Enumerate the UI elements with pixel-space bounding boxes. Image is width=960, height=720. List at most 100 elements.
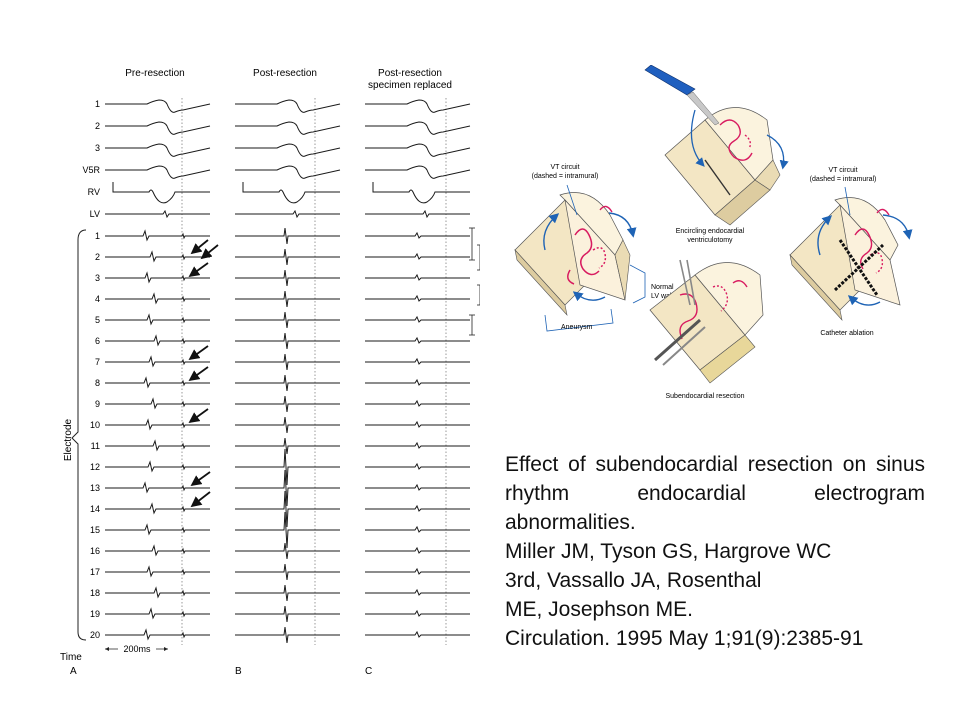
citation-journal: Circulation. 1995 May 1;91(9):2385-91 (505, 627, 864, 650)
electrode-label: 11 (91, 441, 100, 451)
egm-trace (365, 336, 470, 344)
electrode-label: 2 (95, 252, 100, 262)
egm-trace (105, 271, 210, 284)
egm-trace (105, 121, 211, 135)
egm-trace (365, 165, 471, 179)
egm-trace (235, 311, 340, 329)
egm-trace (105, 460, 210, 473)
egm-trace (105, 418, 210, 431)
egm-trace (365, 99, 471, 113)
surgical-diagram: VT circuit (dashed = intramural) Normal … (514, 65, 913, 400)
egm-trace (365, 609, 470, 617)
egm-trace (105, 481, 210, 494)
egm-trace (235, 437, 340, 455)
citation-title: Effect of subendocardial resection on si… (505, 453, 925, 534)
ventriculotomy-label-2: ventriculotomy (687, 237, 733, 244)
egm-trace (235, 209, 340, 219)
electrode-label: 15 (90, 525, 100, 535)
electrode-label: 17 (90, 567, 100, 577)
citation: Effect of subendocardial resection on si… (505, 450, 925, 653)
panel-letter-a: A (70, 666, 77, 677)
citation-authors-1: Miller JM, Tyson GS, Hargrove WC (505, 540, 832, 563)
egm-trace (105, 607, 210, 620)
egm-trace (365, 441, 470, 449)
egm-trace (235, 395, 340, 413)
electrode-label: 14 (90, 504, 100, 514)
egm-trace (365, 462, 470, 470)
egm-trace (365, 630, 470, 638)
egm-trace (105, 439, 210, 452)
electrode-label: 8 (95, 378, 100, 388)
egm-trace (105, 99, 211, 113)
electrode-label: 20 (90, 630, 100, 640)
electrode-label: 19 (90, 609, 100, 619)
egm-trace (365, 143, 471, 157)
egm-trace (235, 227, 340, 245)
egm-trace (365, 483, 470, 491)
egm-trace (235, 374, 340, 392)
surface-lead-label: LV (90, 209, 100, 219)
normal-wall-sub: LV wall (651, 293, 673, 300)
egm-trace (235, 605, 340, 623)
egm-trace (235, 490, 340, 528)
egm-trace (235, 165, 341, 179)
egm-trace (105, 565, 210, 578)
egm-trace (235, 416, 340, 434)
resection-block: Subendocardial resection (649, 259, 764, 400)
aneurysm-label: Aneurysm (561, 324, 593, 331)
electrode-label: 3 (95, 273, 100, 283)
egm-trace (235, 269, 340, 287)
egm-traces (105, 99, 471, 644)
egm-trace (105, 397, 210, 410)
electrogram-figure: Pre-resection Post-resection Post-resect… (60, 68, 480, 677)
egm-trace (235, 584, 340, 602)
resection-label: Subendocardial resection (666, 393, 745, 400)
egm-trace (105, 502, 210, 515)
egm-trace (365, 546, 470, 554)
egm-trace (105, 229, 210, 242)
electrode-label: 18 (90, 588, 100, 598)
egm-trace (105, 544, 210, 557)
egm-trace (235, 143, 341, 157)
egm-trace (105, 313, 210, 326)
egm-trace (365, 357, 470, 365)
abnormality-arrows (188, 239, 219, 508)
panel-c-title: Post-resection (378, 68, 442, 79)
egm-trace (365, 504, 470, 512)
scale-bars (469, 227, 480, 336)
egm-trace (105, 523, 210, 536)
egm-trace (112, 182, 210, 204)
egm-trace (105, 143, 211, 157)
egm-trace (365, 378, 470, 386)
aneurysm-block: VT circuit (dashed = intramural) Normal … (514, 164, 674, 332)
egm-trace (365, 420, 470, 428)
egm-trace (235, 248, 340, 266)
surface-lead-label: RV (88, 187, 100, 197)
egm-trace (235, 511, 340, 549)
egm-trace (105, 165, 211, 179)
electrode-label: 9 (95, 399, 100, 409)
electrode-label: 10 (90, 420, 100, 430)
surface-lead-label: 1 (95, 99, 100, 109)
egm-trace (105, 292, 210, 305)
egm-trace (235, 448, 340, 486)
panel-letter-c: C (365, 666, 372, 677)
egm-trace (365, 231, 470, 239)
vt-circuit-sub-left: (dashed = intramural) (532, 173, 599, 180)
ventriculotomy-label-1: Encircling endocardial (676, 228, 745, 235)
egm-trace (105, 586, 210, 599)
electrode-label: 16 (90, 546, 100, 556)
ventriculotomy-block: Encircling endocardial ventriculotomy (644, 65, 789, 244)
egm-trace (235, 332, 340, 350)
egm-trace (365, 567, 470, 575)
electrode-axis-label: Electrode (63, 418, 74, 461)
egm-trace (235, 99, 341, 113)
electrode-label: 12 (90, 462, 100, 472)
egm-trace (365, 273, 470, 281)
egm-trace (105, 628, 210, 641)
panel-letter-b: B (235, 666, 242, 677)
egm-trace (365, 209, 470, 219)
egm-trace (105, 334, 210, 347)
surface-lead-label: 2 (95, 121, 100, 131)
